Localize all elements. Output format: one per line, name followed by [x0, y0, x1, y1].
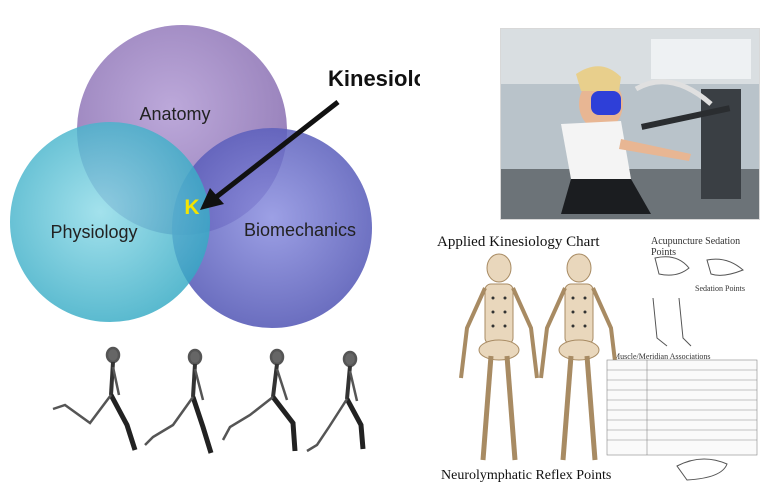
skeleton-figure-2	[144, 348, 214, 454]
chart-footer: Neurolymphatic Reflex Points	[441, 468, 612, 483]
physiology-circle	[10, 122, 210, 322]
chart-illustration	[459, 253, 758, 481]
association-table	[606, 359, 758, 456]
sedation-title: Sedation Points	[695, 284, 746, 293]
physiology-label: Physiology	[50, 222, 137, 242]
skeleton-figure-1	[52, 346, 138, 451]
gait-skeleton-sequence	[52, 346, 366, 454]
kinesiology-arrow	[213, 100, 340, 200]
venn-diagram: Anatomy Physiology Biomechanics K Kinesi…	[10, 25, 420, 328]
acupuncture-sketches	[652, 256, 744, 347]
skeleton-figure-4	[306, 350, 366, 453]
arrow-head-icon	[200, 188, 224, 210]
anatomy-label: Anatomy	[139, 104, 210, 124]
reflex-points	[491, 296, 587, 328]
photo-illustration	[501, 29, 759, 219]
chart-title: Applied Kinesiology Chart	[437, 234, 600, 250]
association-title: Muscle/Meridian Associations	[613, 352, 711, 361]
skeleton-front	[459, 253, 539, 461]
skeleton-back	[539, 253, 619, 461]
center-letter: K	[184, 196, 199, 219]
biomechanics-label: Biomechanics	[244, 220, 356, 240]
athlete-treadmill-photo	[500, 28, 760, 220]
skeleton-figure-3	[221, 348, 298, 452]
kinesiology-chart: Applied Kinesiology Chart Acupuncture Se…	[427, 228, 767, 490]
hand-sketch	[676, 458, 728, 481]
biomechanics-circle	[172, 128, 372, 328]
acupuncture-title: Acupuncture Sedation Points	[651, 236, 741, 258]
kinesiology-label: Kinesiology	[328, 66, 420, 91]
